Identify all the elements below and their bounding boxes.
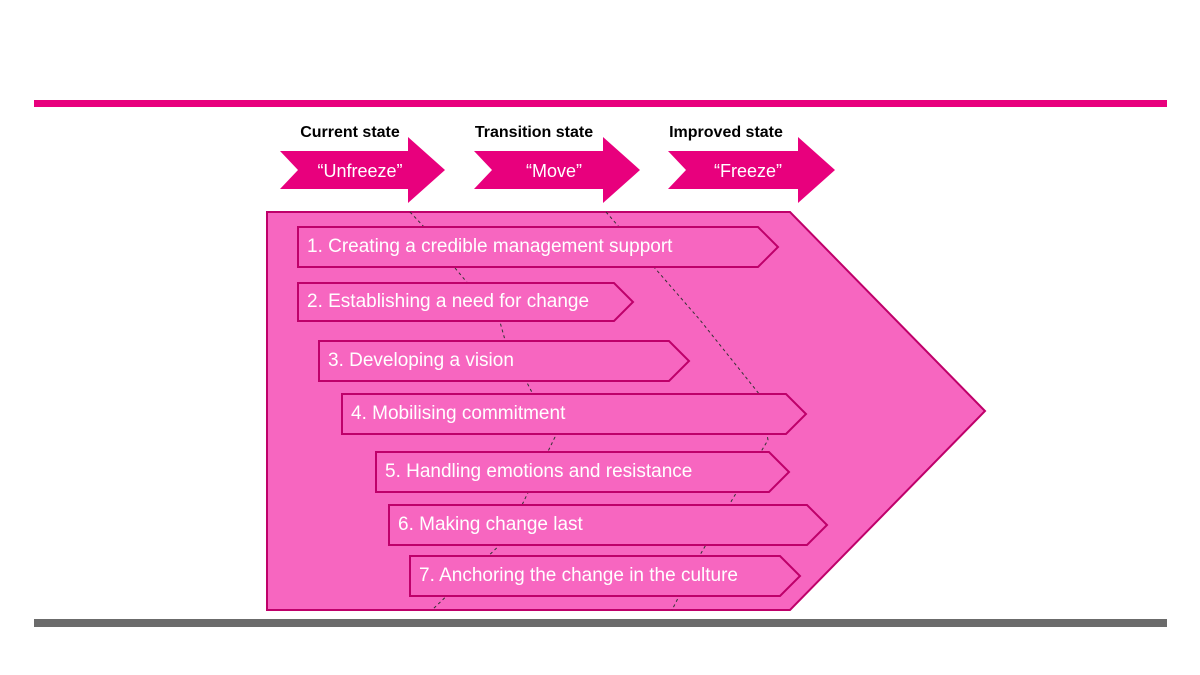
step-label-4: 4. Mobilising commitment: [351, 403, 566, 424]
step-arrow-7: [409, 555, 802, 597]
step-arrow-2: [297, 282, 635, 322]
phase-arrow-unfreeze: [280, 137, 445, 203]
step-label-2: 2. Establishing a need for change: [307, 291, 590, 312]
phase-label-transition: Transition state: [474, 124, 594, 141]
phase-arrow-move: [474, 137, 640, 203]
phase-name-freeze: “Freeze”: [713, 161, 782, 181]
phase-label-improved: Improved state: [669, 124, 783, 141]
phase-name-unfreeze: “Unfreeze”: [317, 161, 403, 181]
phase-label-current: Current state: [300, 124, 400, 141]
top-accent-rule: [34, 100, 1167, 107]
step-label-7: 7. Anchoring the change in the culture: [419, 565, 739, 586]
phase-arrow-freeze: [668, 137, 835, 203]
step-arrow-3: [318, 340, 691, 382]
step-arrow-1: [297, 226, 780, 268]
bottom-rule: [34, 619, 1167, 627]
step-label-3: 3. Developing a vision: [328, 350, 514, 371]
step-arrow-4: [341, 393, 808, 435]
phase-name-move: “Move”: [525, 161, 582, 181]
step-arrow-5: [375, 451, 791, 493]
step-label-1: 1. Creating a credible management suppor…: [307, 236, 673, 257]
step-label-6: 6. Making change last: [398, 514, 583, 535]
step-arrow-6: [388, 504, 829, 546]
step-label-5: 5. Handling emotions and resistance: [385, 461, 693, 482]
